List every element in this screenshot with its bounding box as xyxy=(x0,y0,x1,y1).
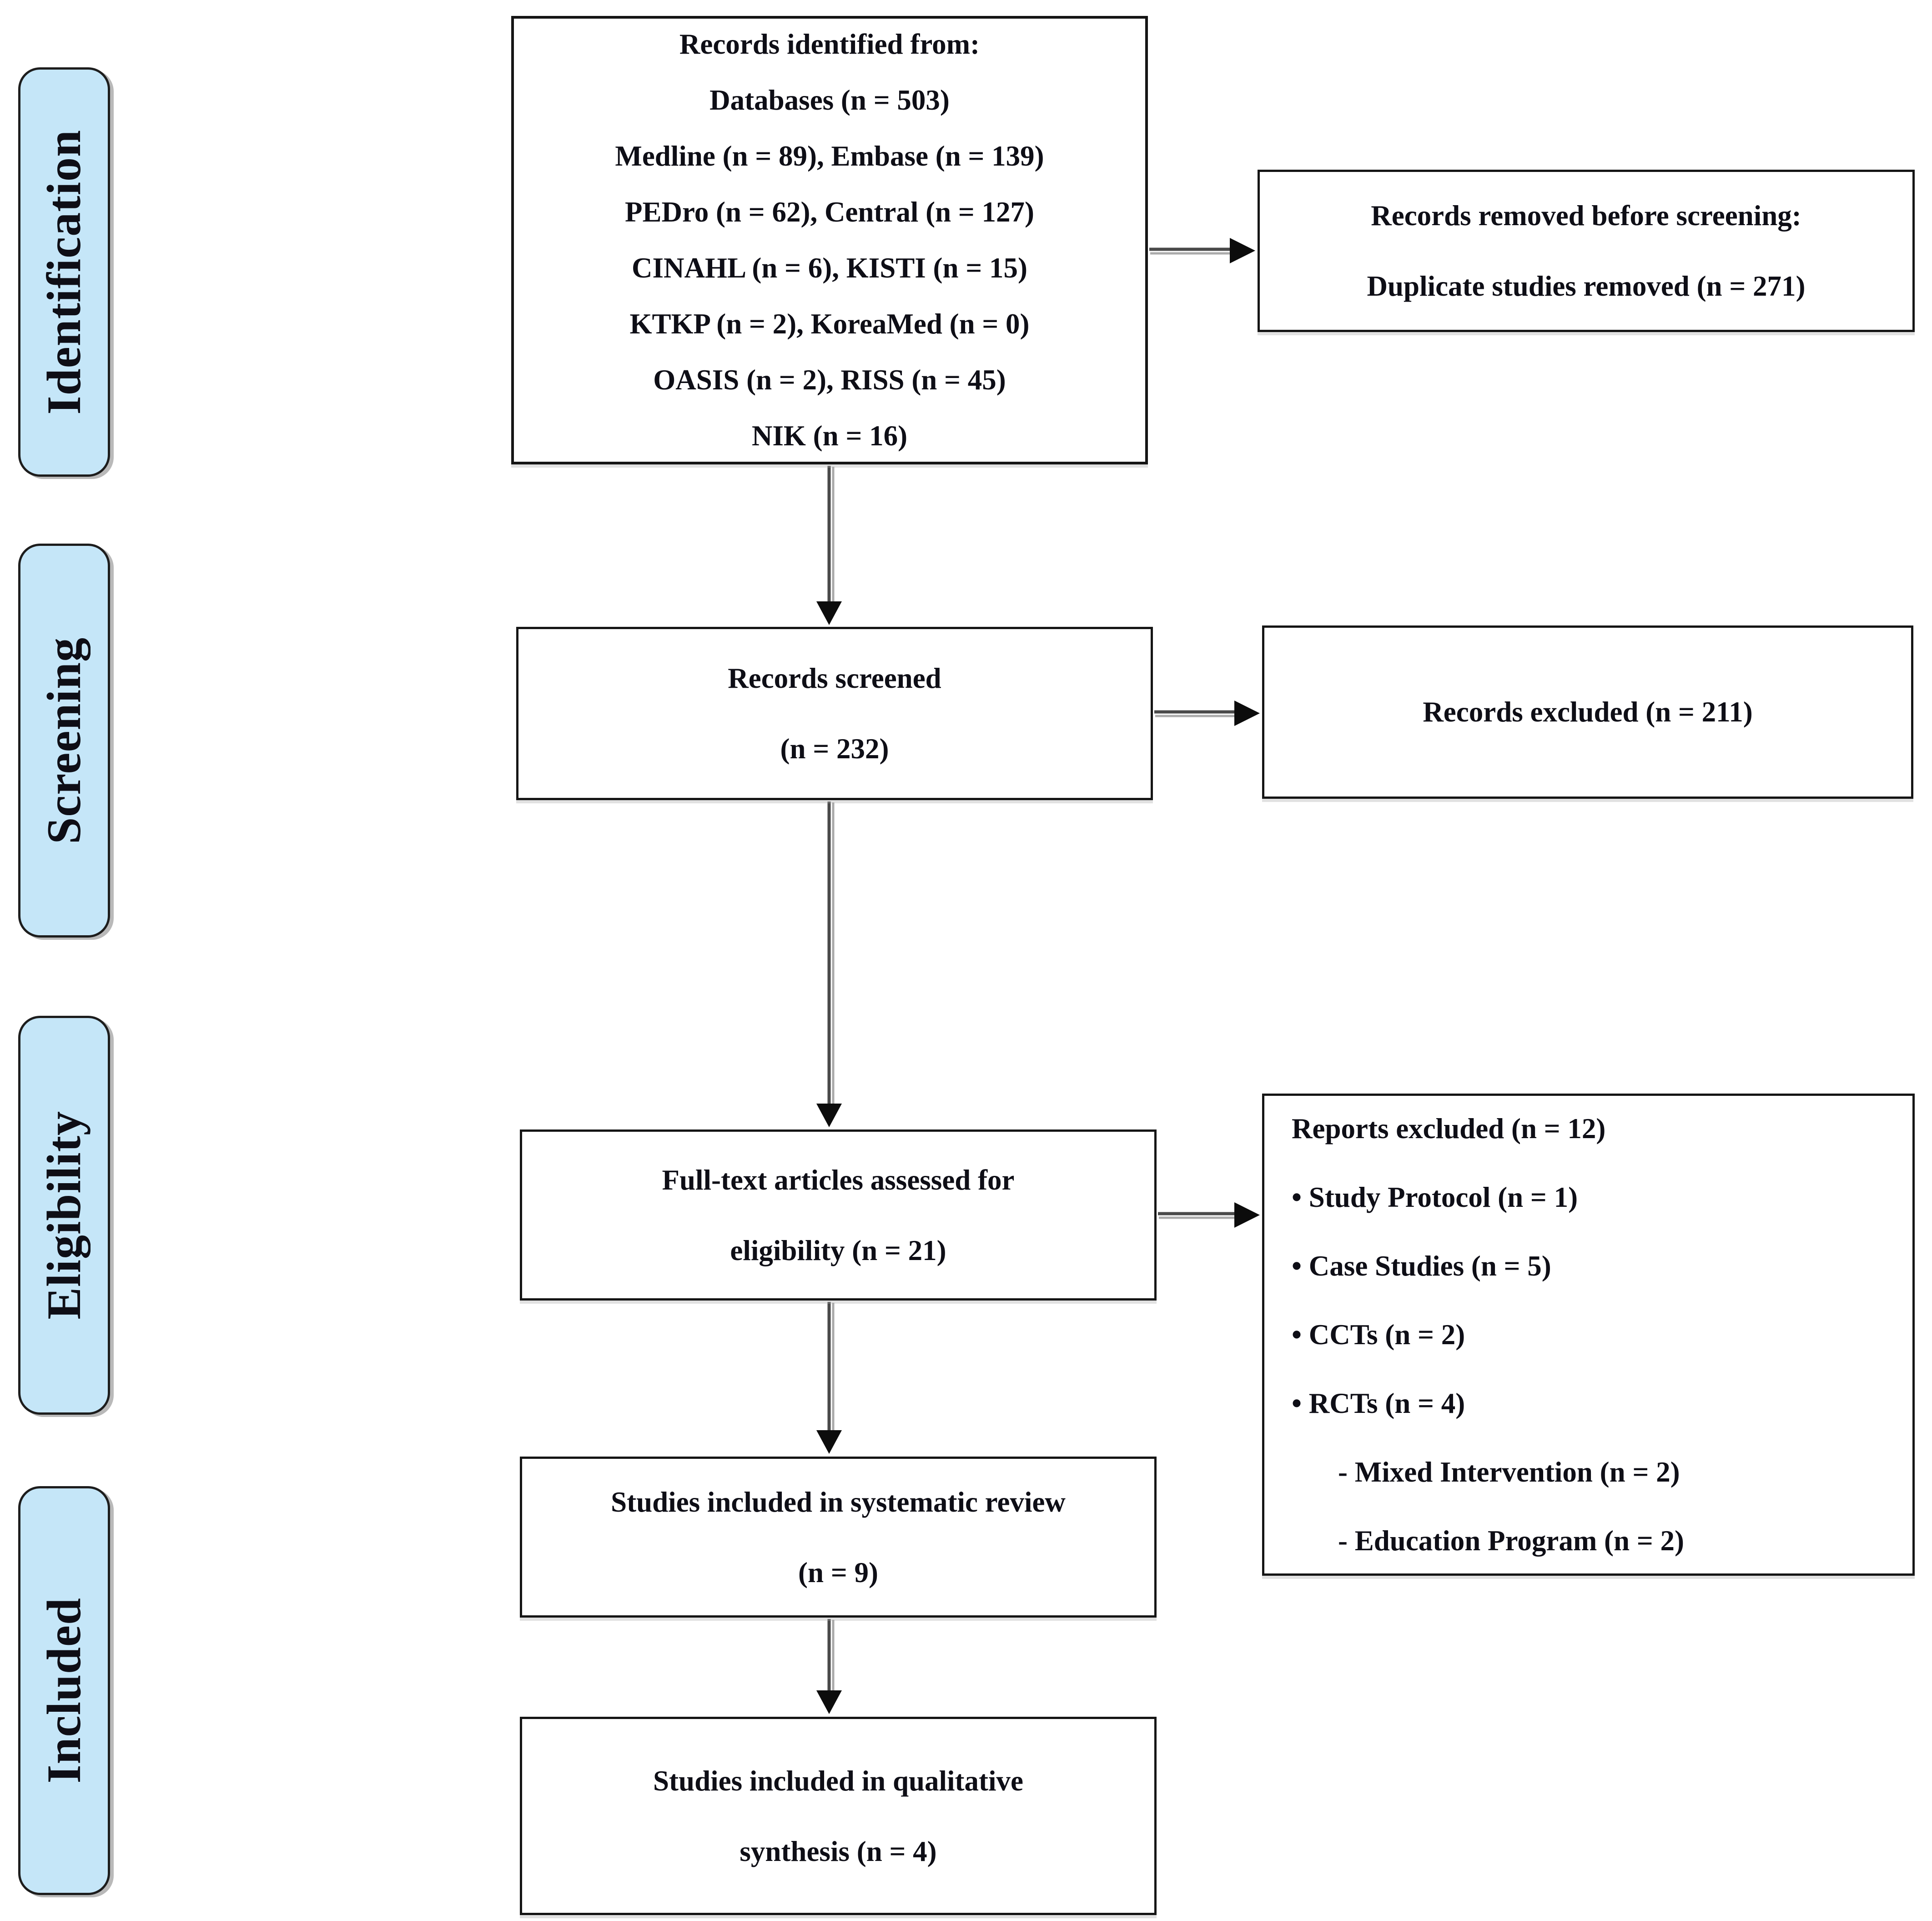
text-line: (n = 232) xyxy=(780,733,889,765)
arrow-identified-to-screened xyxy=(816,466,842,625)
text-line: Records excluded (n = 211) xyxy=(1423,696,1753,728)
text-line: Medline (n = 89), Embase (n = 139) xyxy=(615,140,1044,172)
records-excluded-box: Records excluded (n = 211) xyxy=(1262,625,1913,799)
text-line: Full-text articles assessed for xyxy=(662,1164,1015,1196)
text-line: Records removed before screening: xyxy=(1371,200,1801,232)
text-line: Reports excluded (n = 12) xyxy=(1292,1112,1606,1145)
text-line: • Study Protocol (n = 1) xyxy=(1292,1181,1578,1213)
text-line: KTKP (n = 2), KoreaMed (n = 0) xyxy=(629,308,1030,340)
arrow-fulltext-to-systematic xyxy=(816,1302,842,1454)
arrow-identified-to-removed xyxy=(1149,238,1255,263)
text-line: PEDro (n = 62), Central (n = 127) xyxy=(624,196,1035,228)
records-identified-box: Records identified from: Databases (n = … xyxy=(511,16,1148,464)
fulltext-assessed-box: Full-text articles assessed for eligibil… xyxy=(520,1129,1157,1301)
text-line: CINAHL (n = 6), KISTI (n = 15) xyxy=(632,252,1027,284)
text-line: Records screened xyxy=(728,662,941,694)
stage-screening: Screening xyxy=(18,544,110,938)
text-line: eligibility (n = 21) xyxy=(730,1234,946,1266)
arrow-systematic-to-qualitative xyxy=(816,1619,842,1714)
stage-eligibility-label: Eligibility xyxy=(37,1111,91,1320)
text-line: OASIS (n = 2), RISS (n = 45) xyxy=(653,364,1006,396)
arrow-screened-to-excluded xyxy=(1154,701,1260,726)
stage-included: Included xyxy=(18,1486,110,1895)
text-line: (n = 9) xyxy=(798,1556,878,1588)
arrow-fulltext-to-reports-excluded xyxy=(1158,1202,1260,1228)
qualitative-synthesis-box: Studies included in qualitative synthesi… xyxy=(520,1717,1157,1915)
text-line: Studies included in qualitative xyxy=(653,1765,1023,1797)
stage-eligibility: Eligibility xyxy=(18,1016,110,1415)
text-line: - Mixed Intervention (n = 2) xyxy=(1338,1456,1680,1488)
text-line: Duplicate studies removed (n = 271) xyxy=(1367,270,1806,302)
records-removed-box: Records removed before screening: Duplic… xyxy=(1258,170,1915,332)
text-line: Records identified from: xyxy=(679,28,980,60)
text-line: Studies included in systematic review xyxy=(611,1486,1066,1518)
stage-identification: Identification xyxy=(18,67,110,477)
text-line: • CCTs (n = 2) xyxy=(1292,1318,1465,1351)
stage-included-label: Included xyxy=(37,1598,91,1784)
text-line: synthesis (n = 4) xyxy=(740,1835,937,1867)
text-line: - Education Program (n = 2) xyxy=(1338,1524,1684,1557)
systematic-review-box: Studies included in systematic review (n… xyxy=(520,1457,1157,1618)
stage-screening-label: Screening xyxy=(37,637,91,844)
text-line: • RCTs (n = 4) xyxy=(1292,1387,1465,1419)
stage-identification-label: Identification xyxy=(37,129,91,415)
text-line: NIK (n = 16) xyxy=(751,420,908,452)
text-line: • Case Studies (n = 5) xyxy=(1292,1250,1551,1282)
text-line: Databases (n = 503) xyxy=(709,84,950,116)
reports-excluded-box: Reports excluded (n = 12) • Study Protoc… xyxy=(1262,1094,1915,1576)
records-screened-box: Records screened (n = 232) xyxy=(516,627,1153,800)
arrow-screened-to-fulltext xyxy=(816,802,842,1127)
